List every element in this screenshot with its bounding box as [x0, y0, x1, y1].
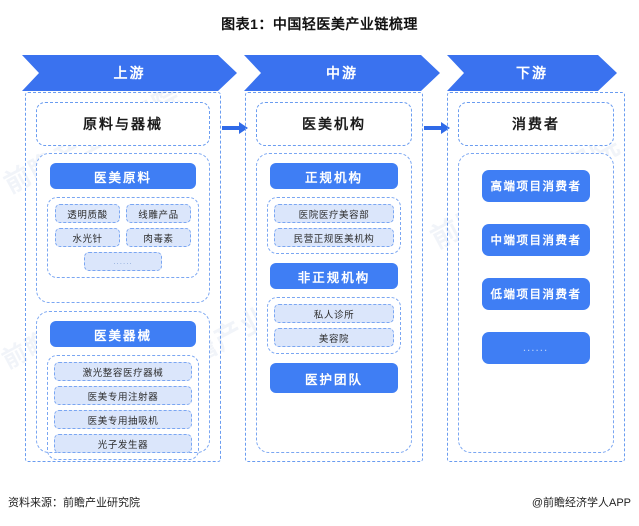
list-item: 光子发生器 — [54, 434, 192, 453]
group-institutions: 正规机构 医院医疗美容部 民营正规医美机构 非正规机构 私人诊所 美容院 医护团… — [256, 153, 412, 453]
list-item: 美容院 — [274, 328, 394, 347]
stage-downstream: 下游 — [447, 55, 617, 91]
stage-label: 下游 — [516, 65, 548, 81]
list-item: 医院医疗美容部 — [274, 204, 394, 223]
group-medical-devices: 医美器械 激光整容医疗器械 医美专用注射器 医美专用抽吸机 光子发生器 — [36, 311, 210, 460]
list-item: 透明质酸 — [55, 204, 120, 223]
group-title: 医美原料 — [50, 163, 196, 189]
column-midstream: 医美机构 正规机构 医院医疗美容部 民营正规医美机构 非正规机构 私人诊所 美容… — [245, 92, 423, 462]
connector-arrow-midstream-to-downstream — [424, 122, 450, 134]
stage-label: 上游 — [113, 65, 146, 81]
list-item: 线雕产品 — [126, 204, 191, 223]
stage-midstream: 中游 — [244, 55, 440, 91]
consumer-tier-mid: 中端项目消费者 — [482, 224, 590, 256]
group-consumers: 高端项目消费者 中端项目消费者 低端项目消费者 ...... — [458, 153, 614, 453]
group-items: 医院医疗美容部 民营正规医美机构 — [267, 197, 401, 254]
subgroup-formal-institutions: 正规机构 医院医疗美容部 民营正规医美机构 — [257, 163, 411, 254]
column-header-upstream: 原料与器械 — [36, 102, 210, 146]
list-item: 私人诊所 — [274, 304, 394, 323]
list-item: 水光针 — [55, 228, 120, 247]
group-title: 医护团队 — [270, 363, 398, 393]
column-upstream: 原料与器械 医美原料 透明质酸 线雕产品 水光针 肉毒素 ...... 医美器械… — [25, 92, 221, 462]
group-title: 非正规机构 — [270, 263, 398, 289]
group-title: 医美器械 — [50, 321, 196, 347]
app-attribution: @前瞻经济学人APP — [531, 497, 631, 509]
source-label: 资料来源：前瞻产业研究院 — [8, 497, 140, 509]
footer: 资料来源：前瞻产业研究院 @前瞻经济学人APP — [0, 494, 639, 510]
group-items: 激光整容医疗器械 医美专用注射器 医美专用抽吸机 光子发生器 — [47, 355, 199, 460]
list-item: 民营正规医美机构 — [274, 228, 394, 247]
stage-band: 上游 中游 下游 — [22, 55, 617, 91]
group-items: 透明质酸 线雕产品 水光针 肉毒素 ...... — [47, 197, 199, 278]
consumer-tier-high: 高端项目消费者 — [482, 170, 590, 202]
consumer-tier-ellipsis: ...... — [482, 332, 590, 364]
connector-arrow-upstream-to-midstream — [222, 122, 248, 134]
group-title: 正规机构 — [270, 163, 398, 189]
column-header-midstream: 医美机构 — [256, 102, 412, 146]
list-item: 激光整容医疗器械 — [54, 362, 192, 381]
list-item: 医美专用注射器 — [54, 386, 192, 405]
subgroup-informal-institutions: 非正规机构 私人诊所 美容院 — [257, 263, 411, 354]
column-downstream: 消费者 高端项目消费者 中端项目消费者 低端项目消费者 ...... — [447, 92, 625, 462]
list-item: 医美专用抽吸机 — [54, 410, 192, 429]
list-item-ellipsis: ...... — [84, 252, 162, 271]
page-title: 图表1：中国轻医美产业链梳理 — [221, 16, 418, 32]
list-item: 肉毒素 — [126, 228, 191, 247]
stage-upstream: 上游 — [22, 55, 237, 91]
group-medical-materials: 医美原料 透明质酸 线雕产品 水光针 肉毒素 ...... — [36, 153, 210, 303]
stage-label: 中游 — [326, 65, 358, 81]
group-items: 私人诊所 美容院 — [267, 297, 401, 354]
consumer-tier-low: 低端项目消费者 — [482, 278, 590, 310]
subgroup-medical-team: 医护团队 — [257, 363, 411, 393]
column-header-downstream: 消费者 — [458, 102, 614, 146]
